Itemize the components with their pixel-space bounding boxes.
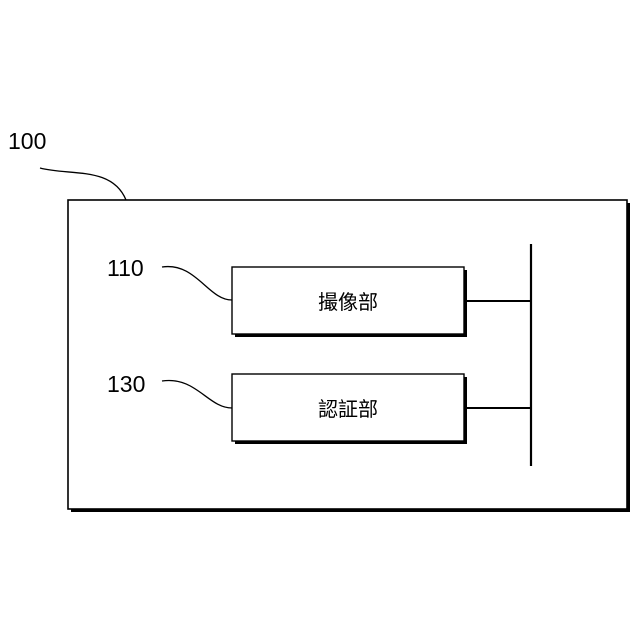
device-ref-label: 100	[8, 128, 46, 154]
block-110-label: 撮像部	[318, 290, 378, 314]
block-130-label: 認証部	[318, 397, 378, 421]
block-110-ref-label: 110	[107, 255, 144, 281]
device-box	[68, 200, 627, 509]
device-leader-line	[40, 168, 126, 200]
block-130-ref-label: 130	[107, 371, 145, 397]
